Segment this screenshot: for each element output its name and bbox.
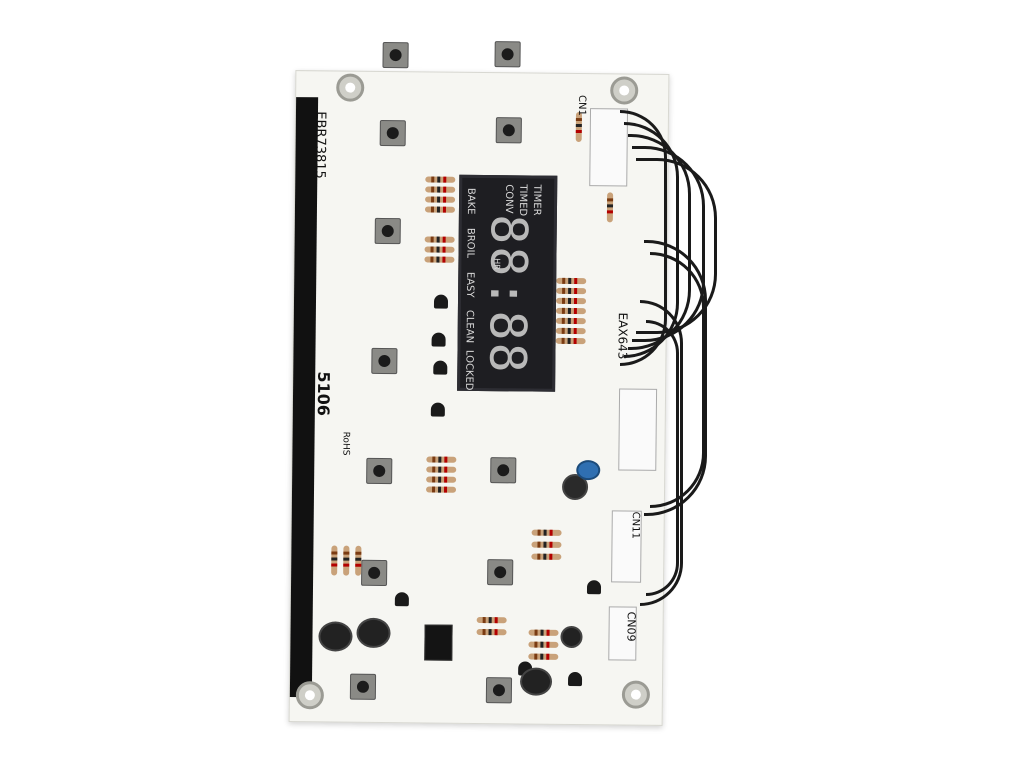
resistor	[425, 196, 456, 203]
resistor	[424, 256, 455, 263]
transistor	[430, 402, 445, 417]
resistor	[555, 317, 586, 325]
resistor	[555, 337, 586, 345]
display-label-bake: BAKE	[464, 187, 477, 215]
board-code-label: EBR73815	[312, 111, 328, 179]
tactile-switch	[494, 41, 521, 68]
tactile-switch	[374, 217, 401, 245]
resistor	[556, 287, 587, 295]
silk-code-label: 5106	[313, 371, 334, 417]
display-label-timed: TIMED	[516, 184, 529, 217]
transistor	[567, 671, 583, 687]
tactile-switch	[366, 457, 393, 485]
tactile-switch	[379, 119, 406, 147]
display-hr-label: HR	[492, 258, 502, 270]
display-label-timer: TIMER	[530, 184, 543, 216]
resistor	[555, 297, 587, 305]
wire-harness	[646, 320, 679, 596]
resistor	[355, 545, 362, 576]
mounting-hole	[621, 680, 651, 709]
connector-cn11: CN11	[611, 510, 642, 583]
resistor	[426, 456, 457, 463]
transistor	[433, 360, 448, 375]
display-label-easy: EASY	[464, 271, 476, 298]
resistor	[531, 529, 562, 536]
resistor	[528, 629, 559, 636]
resistor	[556, 277, 587, 285]
resistor	[531, 541, 562, 548]
tactile-switch	[371, 347, 398, 375]
resistor	[606, 192, 614, 223]
resistor	[424, 246, 455, 253]
display-label-clean: CLEAN	[463, 309, 475, 344]
transistor	[431, 332, 446, 347]
resistor	[528, 641, 559, 648]
resistor	[426, 476, 457, 483]
resistor	[531, 553, 562, 560]
display-label-locked: LOCKED	[463, 349, 475, 391]
tactile-switch	[487, 559, 514, 586]
electrolytic-capacitor	[356, 617, 391, 649]
display-label-conv: CONV	[502, 184, 515, 214]
connector-cn09-label: CN09	[624, 611, 638, 642]
tactile-switch	[490, 457, 517, 484]
resistor	[331, 545, 338, 576]
electrolytic-capacitor	[560, 625, 583, 649]
resistor	[425, 176, 456, 183]
seven-segment-display: TIMER TIMED CONV BAKE BROIL EASY CLEAN L…	[457, 174, 558, 392]
display-digits: 88:88	[478, 213, 538, 376]
resistor	[575, 112, 582, 143]
transistor	[433, 294, 449, 309]
control-board-pcb: EBR73815 5106 RoHS TIMER TIMED CONV BAKE	[288, 41, 670, 726]
rohs-label: RoHS	[340, 431, 351, 456]
mounting-hole	[295, 681, 325, 710]
resistor	[424, 236, 455, 243]
transistor	[586, 580, 602, 595]
resistor	[343, 545, 350, 576]
resistor	[476, 616, 507, 624]
tactile-switch	[349, 673, 377, 700]
resistor	[426, 486, 457, 493]
mounting-hole	[336, 73, 365, 102]
ceramic-capacitor	[576, 460, 601, 481]
resistor	[555, 327, 586, 335]
transistor	[394, 592, 409, 607]
resistor	[425, 186, 456, 193]
tactile-switch	[495, 117, 522, 144]
resistor	[476, 628, 507, 636]
ic-chip	[424, 624, 453, 661]
electrolytic-capacitor	[318, 621, 353, 652]
tactile-switch	[485, 677, 513, 704]
mounting-hole	[610, 76, 639, 105]
tactile-switch	[361, 559, 388, 587]
display-label-broil: BROIL	[464, 227, 476, 259]
resistor	[424, 206, 456, 213]
connector-cn09: CN09	[608, 606, 638, 661]
electrolytic-capacitor	[519, 667, 553, 696]
resistor	[426, 466, 457, 473]
tactile-switch	[382, 41, 409, 69]
resistor	[528, 653, 559, 660]
resistor	[555, 307, 586, 315]
connector-cn1-label: CN1	[575, 95, 588, 116]
